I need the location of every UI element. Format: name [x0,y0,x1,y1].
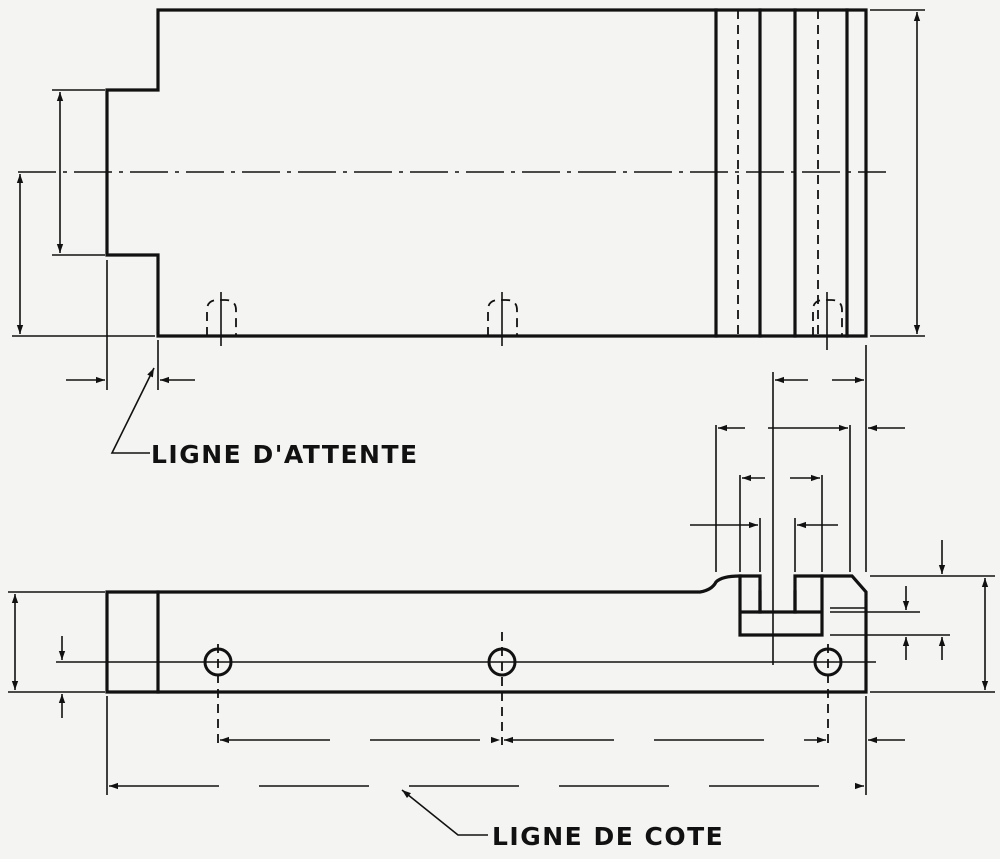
t-slot [738,574,824,637]
label-ligne-cote: LIGNE DE COTE [492,822,724,851]
leader-ligne-attente: LIGNE D'ATTENTE [110,367,419,469]
dimension-slot-depth [830,586,950,660]
hidden-hole-3 [812,292,843,350]
dimension-total-height [870,9,925,337]
dimension-total-length [106,696,867,795]
dimension-step-height [52,89,105,256]
top-view [12,8,925,390]
dimension-front-height [8,591,105,693]
label-ligne-attente: LIGNE D'ATTENTE [151,440,419,469]
top-view-outline [105,8,868,338]
leader-ligne-cote: LIGNE DE COTE [401,789,724,851]
dimension-step-width [66,260,195,390]
hidden-hole-1 [206,292,237,346]
front-view [8,345,995,795]
hidden-hole-2 [487,292,518,346]
front-view-outline [105,574,868,694]
dimension-right-total [870,540,995,693]
dimension-half-height [12,174,155,337]
